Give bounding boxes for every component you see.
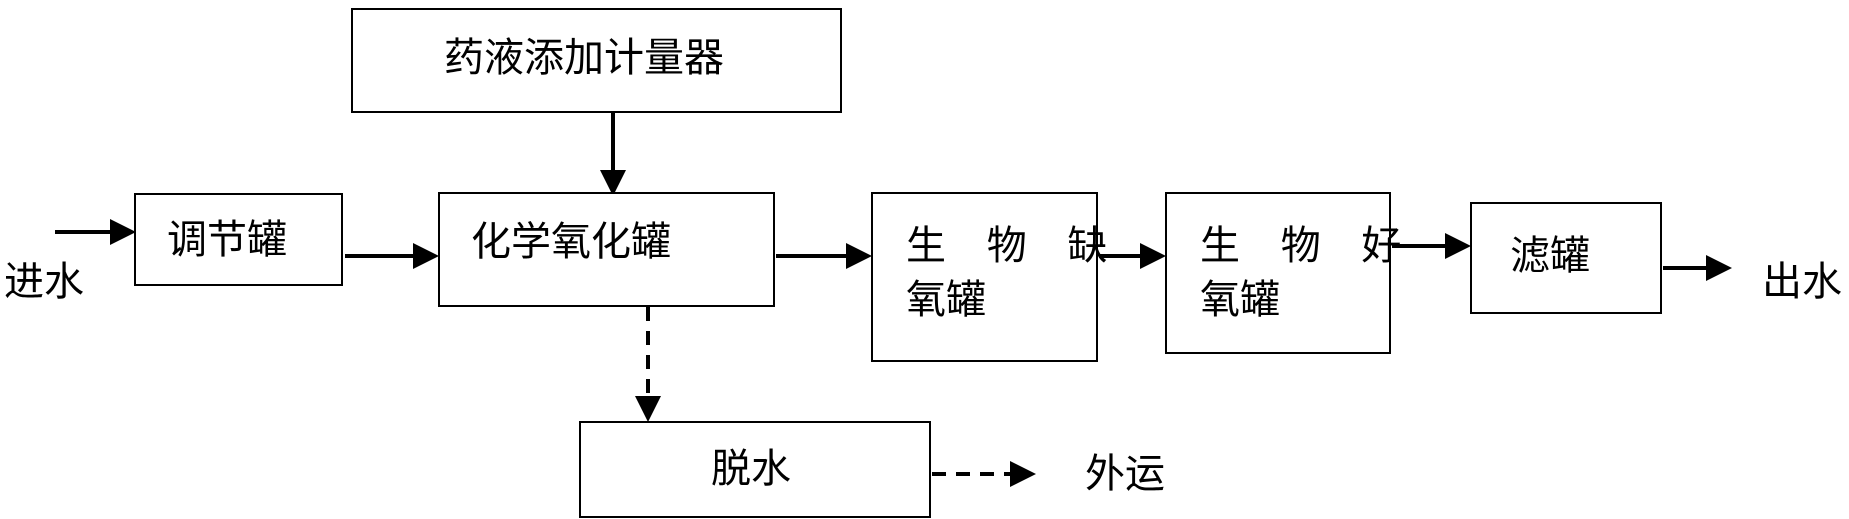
label-anoxic-line1: 生 物 缺 xyxy=(906,223,1122,269)
label-transport: 外运 xyxy=(1085,451,1165,497)
label-dosing-meter: 药液添加计量器 xyxy=(444,35,724,81)
node-dewater xyxy=(579,421,931,518)
label-anoxic-tank: 生 物 缺 氧罐 xyxy=(906,219,1121,327)
label-anoxic-line2: 氧罐 xyxy=(906,277,986,323)
label-filter-tank: 滤罐 xyxy=(1510,233,1590,279)
node-aerobic-tank xyxy=(1165,192,1391,354)
node-adjust-tank xyxy=(134,193,343,286)
label-adjust-tank: 调节罐 xyxy=(167,217,287,263)
label-aerobic-tank: 生 物 好 氧罐 xyxy=(1200,219,1415,327)
node-dosing-meter xyxy=(351,8,842,113)
node-chem-oxidation-tank xyxy=(438,192,775,307)
label-aerobic-line1: 生 物 好 xyxy=(1200,223,1416,269)
label-chem-oxidation-tank: 化学氧化罐 xyxy=(471,219,671,265)
node-anoxic-tank xyxy=(871,192,1098,362)
label-outlet: 出水 xyxy=(1762,259,1842,305)
label-dewater: 脱水 xyxy=(711,446,791,492)
label-inlet: 进水 xyxy=(4,259,84,305)
node-filter-tank xyxy=(1470,202,1662,314)
label-aerobic-line2: 氧罐 xyxy=(1200,277,1280,323)
